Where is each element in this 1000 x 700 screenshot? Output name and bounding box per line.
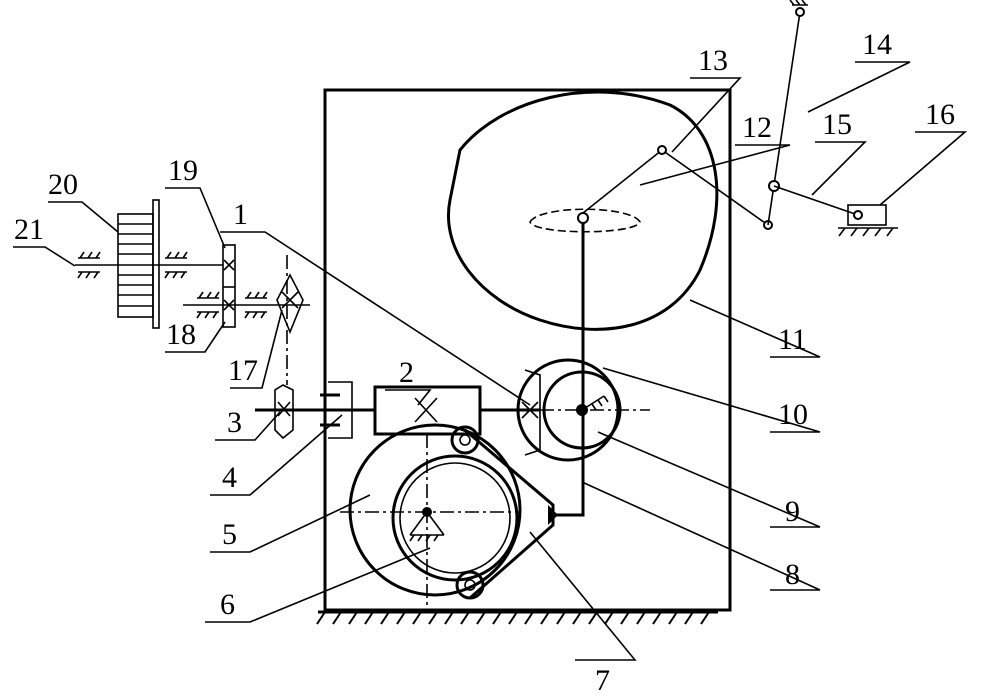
hatch-mark (332, 611, 342, 625)
hatch-mark (540, 611, 550, 625)
hatch-mark (524, 611, 534, 625)
label-19: 19 (168, 154, 198, 187)
follower-rod-8 (553, 220, 585, 517)
leader-lines (13, 61, 968, 661)
gear-18-19 (222, 244, 236, 328)
link-15 (773, 185, 859, 216)
label-16: 16 (925, 98, 955, 131)
label-20: 20 (48, 168, 78, 201)
hatch-mark (652, 611, 662, 625)
label-4: 4 (222, 461, 237, 494)
fixed-pivot (795, 7, 805, 17)
hatch-mark (684, 611, 694, 625)
label-7: 7 (595, 664, 610, 697)
housing-frame (323, 88, 732, 612)
label-18: 18 (166, 318, 196, 351)
hatch-mark (412, 611, 422, 625)
wheel-5 (348, 423, 522, 597)
label-17: 17 (228, 354, 258, 387)
hatch-mark (636, 611, 646, 625)
spool-20 (117, 199, 160, 329)
drum-6 (391, 454, 519, 582)
label-5: 5 (222, 518, 237, 551)
arm-7 (464, 428, 555, 600)
hatch-mark (316, 611, 326, 625)
hatch-mark (620, 611, 630, 625)
label-11: 11 (778, 323, 807, 356)
label-14: 14 (862, 28, 892, 61)
clutch-4 (328, 381, 353, 439)
pulley-top (450, 425, 480, 455)
label-13: 13 (698, 44, 728, 77)
label-1: 1 (233, 198, 248, 231)
label-2: 2 (399, 356, 414, 389)
hatch-mark (604, 611, 614, 625)
label-15: 15 (822, 108, 852, 141)
sprocket-3 (274, 384, 294, 440)
hatch-mark (476, 611, 486, 625)
hatch-mark (380, 611, 390, 625)
label-6: 6 (220, 588, 235, 621)
hatch-mark (364, 611, 374, 625)
hatch-mark (700, 611, 710, 625)
label-9: 9 (785, 495, 800, 528)
hatch-mark (508, 611, 518, 625)
pulley-bottom (455, 570, 485, 600)
label-3: 3 (227, 406, 242, 439)
label-12: 12 (742, 111, 772, 144)
hatch-mark (556, 611, 566, 625)
follower-roller (577, 212, 589, 224)
hatch-mark (668, 611, 678, 625)
label-10: 10 (778, 398, 808, 431)
slider-16 (847, 204, 887, 226)
link-12-13 (582, 148, 769, 226)
ground-hatch-marks (316, 611, 710, 625)
hatch-mark (460, 611, 470, 625)
hatch-mark (348, 611, 358, 625)
hatch-mark (444, 611, 454, 625)
cam-groove (529, 208, 641, 233)
hatch-mark (492, 611, 502, 625)
sprocket-17 (276, 273, 304, 335)
bearing-marks (77, 251, 268, 319)
hatch-mark (428, 611, 438, 625)
pivot-joint (657, 145, 667, 155)
label-8: 8 (785, 558, 800, 591)
label-21: 21 (14, 213, 44, 246)
cam-11 (447, 90, 719, 331)
bevel-gear-1 (524, 369, 541, 456)
hatch-mark (396, 611, 406, 625)
hatch-mark (572, 611, 582, 625)
hatch-mark (588, 611, 598, 625)
